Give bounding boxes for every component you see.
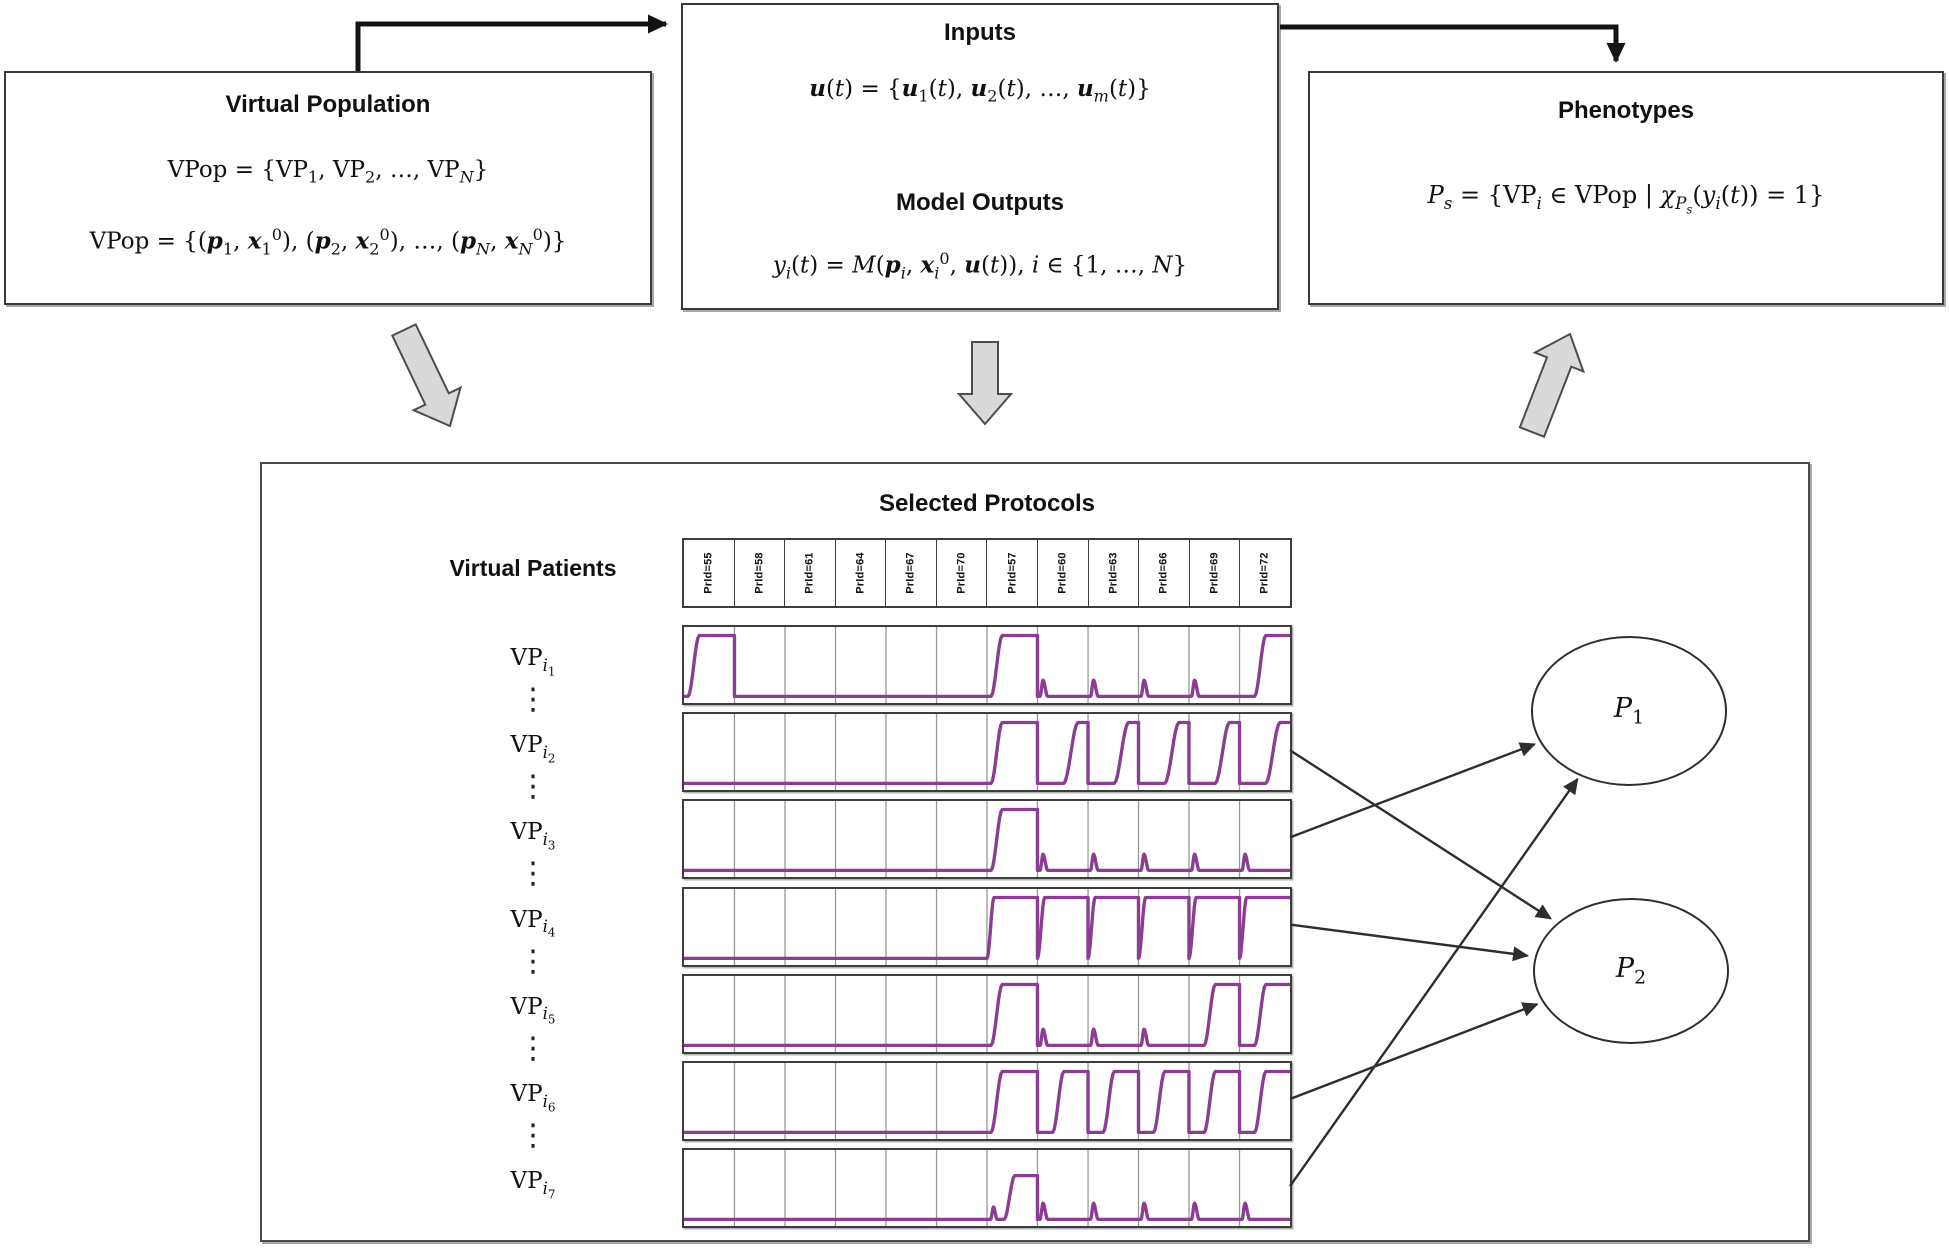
- protocol-response-strip-vp_i2: [682, 712, 1292, 793]
- model-output-trace: [684, 721, 1290, 786]
- virtual-patient-label-vp_i4: VPi4: [510, 906, 556, 940]
- phenotype-node-p2: P2: [1533, 898, 1729, 1044]
- vpop-set-equation: VPop = {VP1, VP2, …, VPN}: [167, 157, 489, 187]
- block-arrow-vpop-to-panel: [390, 323, 463, 428]
- response-trace-plot: [684, 975, 1290, 1052]
- inputs-outputs-box: Inputs u(t) = {u1(t), u2(t), …, um(t)} M…: [681, 3, 1279, 310]
- protocol-header-cell: PrId=61: [785, 540, 836, 606]
- protocol-response-strip-vp_i6: [682, 1061, 1292, 1141]
- inputs-title: Inputs: [944, 19, 1016, 46]
- block-arrow-inputs-to-panel: [956, 341, 1014, 426]
- response-trace-plot: [684, 888, 1290, 965]
- protocol-response-strip-vp_i3: [682, 799, 1292, 880]
- model-output-trace: [684, 895, 1290, 960]
- patient-rows-container: VPi1⋮VPi2⋮VPi3⋮VPi4⋮VPi5⋮VPi6⋮VPi7: [262, 464, 1808, 1240]
- model-output-trace: [684, 982, 1290, 1047]
- vertical-ellipsis: ⋮: [518, 856, 548, 892]
- protocol-header-cell: PrId=64: [836, 540, 887, 606]
- virtual-patient-label-vp_i1: VPi1: [510, 645, 556, 678]
- elbow-connector-vpop-to-inputs: [355, 14, 668, 71]
- protocol-header-cell: PrId=63: [1089, 540, 1140, 606]
- model-output-trace: [684, 1174, 1290, 1222]
- model-outputs-equation: yi(t) = M(pi, xi0, u(t)), i ∈ {1, …, N}: [772, 249, 1188, 283]
- model-output-trace: [684, 1069, 1290, 1134]
- vertical-ellipsis: ⋮: [518, 769, 548, 805]
- phenotypes-box: Phenotypes Ps = {VPi ∈ VPop | χPs(yi(t))…: [1308, 71, 1944, 305]
- response-trace-plot: [684, 714, 1290, 791]
- model-outputs-title: Model Outputs: [896, 189, 1064, 216]
- protocol-response-strip-vp_i4: [682, 886, 1292, 967]
- response-trace-plot: [684, 1063, 1290, 1139]
- response-trace-plot: [684, 1150, 1290, 1227]
- virtual-population-box: Virtual Population VPop = {VP1, VP2, …, …: [4, 71, 652, 305]
- virtual-population-title: Virtual Population: [225, 91, 431, 118]
- protocol-header-cell: PrId=58: [735, 540, 786, 606]
- protocol-response-strip-vp_i1: [682, 625, 1292, 705]
- phenotype-p1-label: P1: [1613, 693, 1645, 729]
- selected-protocols-panel: Selected Protocols Virtual Patients PrId…: [260, 462, 1810, 1242]
- model-output-trace: [684, 633, 1290, 698]
- protocol-header-cell: PrId=60: [1038, 540, 1089, 606]
- vertical-ellipsis: ⋮: [518, 1118, 548, 1153]
- protocol-response-strip-vp_i5: [682, 973, 1292, 1054]
- protocol-header-cell: PrId=67: [886, 540, 937, 606]
- phenotypes-title: Phenotypes: [1557, 97, 1695, 124]
- inputs-equation: u(t) = {u1(t), u2(t), …, um(t)}: [809, 75, 1151, 106]
- phenotypes-equation: Ps = {VPi ∈ VPop | χPs(yi(t)) = 1}: [1427, 181, 1825, 217]
- selected-protocols-title: Selected Protocols: [878, 490, 1096, 517]
- virtual-patient-label-vp_i3: VPi3: [510, 819, 556, 853]
- virtual-patient-label-vp_i6: VPi6: [510, 1081, 556, 1114]
- protocol-header-cell: PrId=55: [684, 540, 735, 606]
- vpop-pairs-equation: VPop = {(p1, x10), (p2, x20), …, (pN, xN…: [89, 225, 567, 259]
- vertical-ellipsis: ⋮: [518, 682, 548, 717]
- phenotype-node-p1: P1: [1531, 636, 1727, 786]
- protocol-response-strip-vp_i7: [682, 1148, 1292, 1229]
- vertical-ellipsis: ⋮: [518, 1030, 548, 1066]
- block-arrow-panel-to-phenotypes: [1518, 332, 1586, 438]
- virtual-patient-label-vp_i5: VPi5: [510, 993, 556, 1027]
- protocol-header-cell: PrId=69: [1190, 540, 1241, 606]
- protocol-header-cell: PrId=57: [987, 540, 1039, 606]
- elbow-connector-inputs-to-phenotypes: [1280, 24, 1626, 63]
- model-output-trace: [684, 808, 1290, 873]
- virtual-patients-label: Virtual Patients: [449, 555, 617, 581]
- virtual-patient-label-vp_i2: VPi2: [510, 732, 556, 766]
- protocol-header-cell: PrId=70: [937, 540, 988, 606]
- response-trace-plot: [684, 627, 1290, 703]
- phenotype-p2-label: P2: [1615, 953, 1647, 989]
- virtual-patient-label-vp_i7: VPi7: [510, 1168, 556, 1202]
- vertical-ellipsis: ⋮: [518, 943, 548, 979]
- response-trace-plot: [684, 801, 1290, 878]
- protocol-header-cell: PrId=66: [1139, 540, 1190, 606]
